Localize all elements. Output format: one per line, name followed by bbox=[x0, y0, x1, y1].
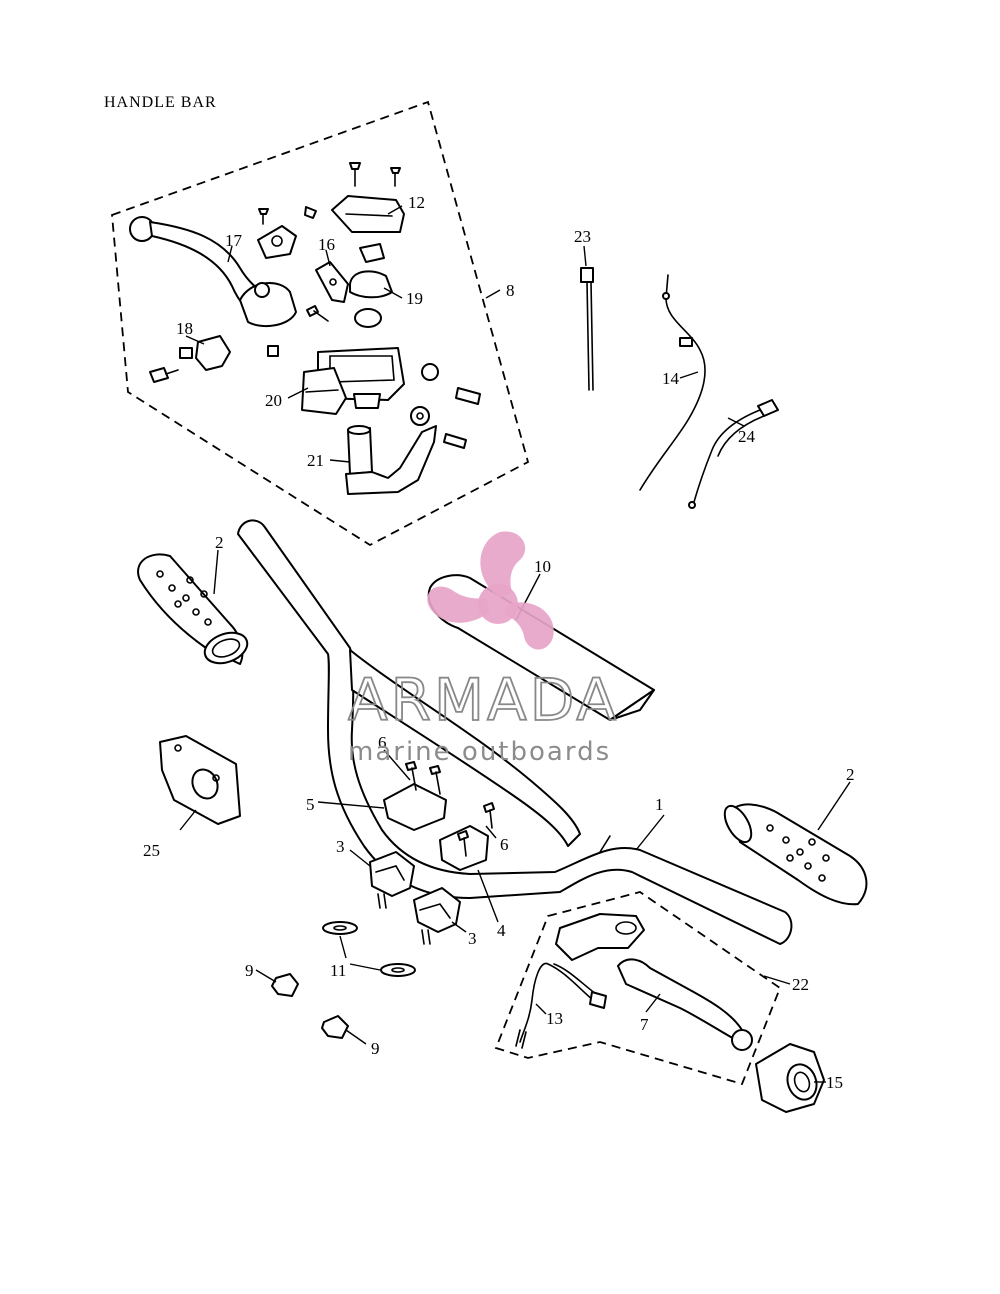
callout-16: 16 bbox=[318, 235, 335, 254]
armada-watermark: ARMADA marine outboards bbox=[347, 531, 619, 767]
switch-wire-13 bbox=[515, 962, 607, 1049]
nut-small bbox=[267, 345, 279, 357]
washers-11 bbox=[322, 921, 416, 977]
master-cylinder-20 bbox=[301, 347, 405, 415]
riser-3-upper bbox=[369, 851, 415, 909]
callout-21: 21 bbox=[307, 451, 324, 470]
clutch-lever-7 bbox=[617, 958, 753, 1051]
callout-labels: 1 2 2 3 3 4 5 6 6 7 8 9 9 10 11 12 13 14… bbox=[143, 193, 855, 1092]
mount-plate bbox=[257, 225, 297, 259]
callout-17: 17 bbox=[225, 231, 243, 250]
clamp-5 bbox=[383, 761, 447, 831]
callout-19: 19 bbox=[406, 289, 423, 308]
clutch-perch bbox=[555, 913, 645, 961]
callout-10: 10 bbox=[534, 557, 551, 576]
callout-2-left: 2 bbox=[215, 533, 224, 552]
callout-6-upper: 6 bbox=[378, 733, 387, 752]
callout-15: 15 bbox=[826, 1073, 843, 1092]
callout-4: 4 bbox=[497, 921, 506, 940]
callout-18: 18 bbox=[176, 319, 193, 338]
propeller-logo-icon bbox=[427, 531, 554, 650]
clamp-4 bbox=[439, 802, 495, 871]
reservoir-cover-12 bbox=[331, 195, 405, 233]
callout-2-right: 2 bbox=[846, 765, 855, 784]
watermark-tagline: marine outboards bbox=[348, 737, 611, 767]
callout-13: 13 bbox=[546, 1009, 563, 1028]
callout-23: 23 bbox=[574, 227, 591, 246]
callout-22: 22 bbox=[792, 975, 809, 994]
callout-20: 20 bbox=[265, 391, 282, 410]
group-boundary-22 bbox=[494, 891, 782, 1086]
clip-19 bbox=[349, 243, 393, 328]
callout-25: 25 bbox=[143, 841, 160, 860]
callout-3-lower: 3 bbox=[468, 929, 477, 948]
callout-12: 12 bbox=[408, 193, 425, 212]
group-boundary-8 bbox=[111, 100, 530, 547]
switch-bracket-16 bbox=[315, 261, 349, 303]
callout-5: 5 bbox=[306, 795, 315, 814]
wire-24 bbox=[688, 399, 779, 509]
grip-2-right bbox=[723, 803, 868, 906]
cable-tie-23 bbox=[580, 267, 594, 391]
callout-8: 8 bbox=[506, 281, 515, 300]
throttle-housing-15 bbox=[755, 1043, 825, 1113]
grip-2-left bbox=[137, 553, 249, 665]
brake-lever-17 bbox=[129, 216, 297, 328]
callout-7: 7 bbox=[640, 1015, 649, 1034]
handle-bar-1 bbox=[237, 519, 793, 945]
screws-top bbox=[258, 162, 401, 322]
callout-11: 11 bbox=[330, 961, 346, 980]
cable-14 bbox=[639, 274, 706, 491]
watermark-brand: ARMADA bbox=[348, 666, 619, 734]
callout-6-lower: 6 bbox=[500, 835, 509, 854]
callout-14: 14 bbox=[662, 369, 680, 388]
nuts-9 bbox=[271, 973, 349, 1039]
riser-3-lower bbox=[413, 887, 461, 945]
lever-pivot-18 bbox=[149, 335, 231, 383]
callout-3-upper: 3 bbox=[336, 837, 345, 856]
lever-arm-21 bbox=[345, 425, 437, 495]
callout-24: 24 bbox=[738, 427, 756, 446]
callout-9-upper: 9 bbox=[245, 961, 254, 980]
callout-9-lower: 9 bbox=[371, 1039, 380, 1058]
banjo-bolts bbox=[410, 363, 481, 449]
callout-1: 1 bbox=[655, 795, 664, 814]
diagram-title: HANDLE BAR bbox=[104, 94, 217, 111]
